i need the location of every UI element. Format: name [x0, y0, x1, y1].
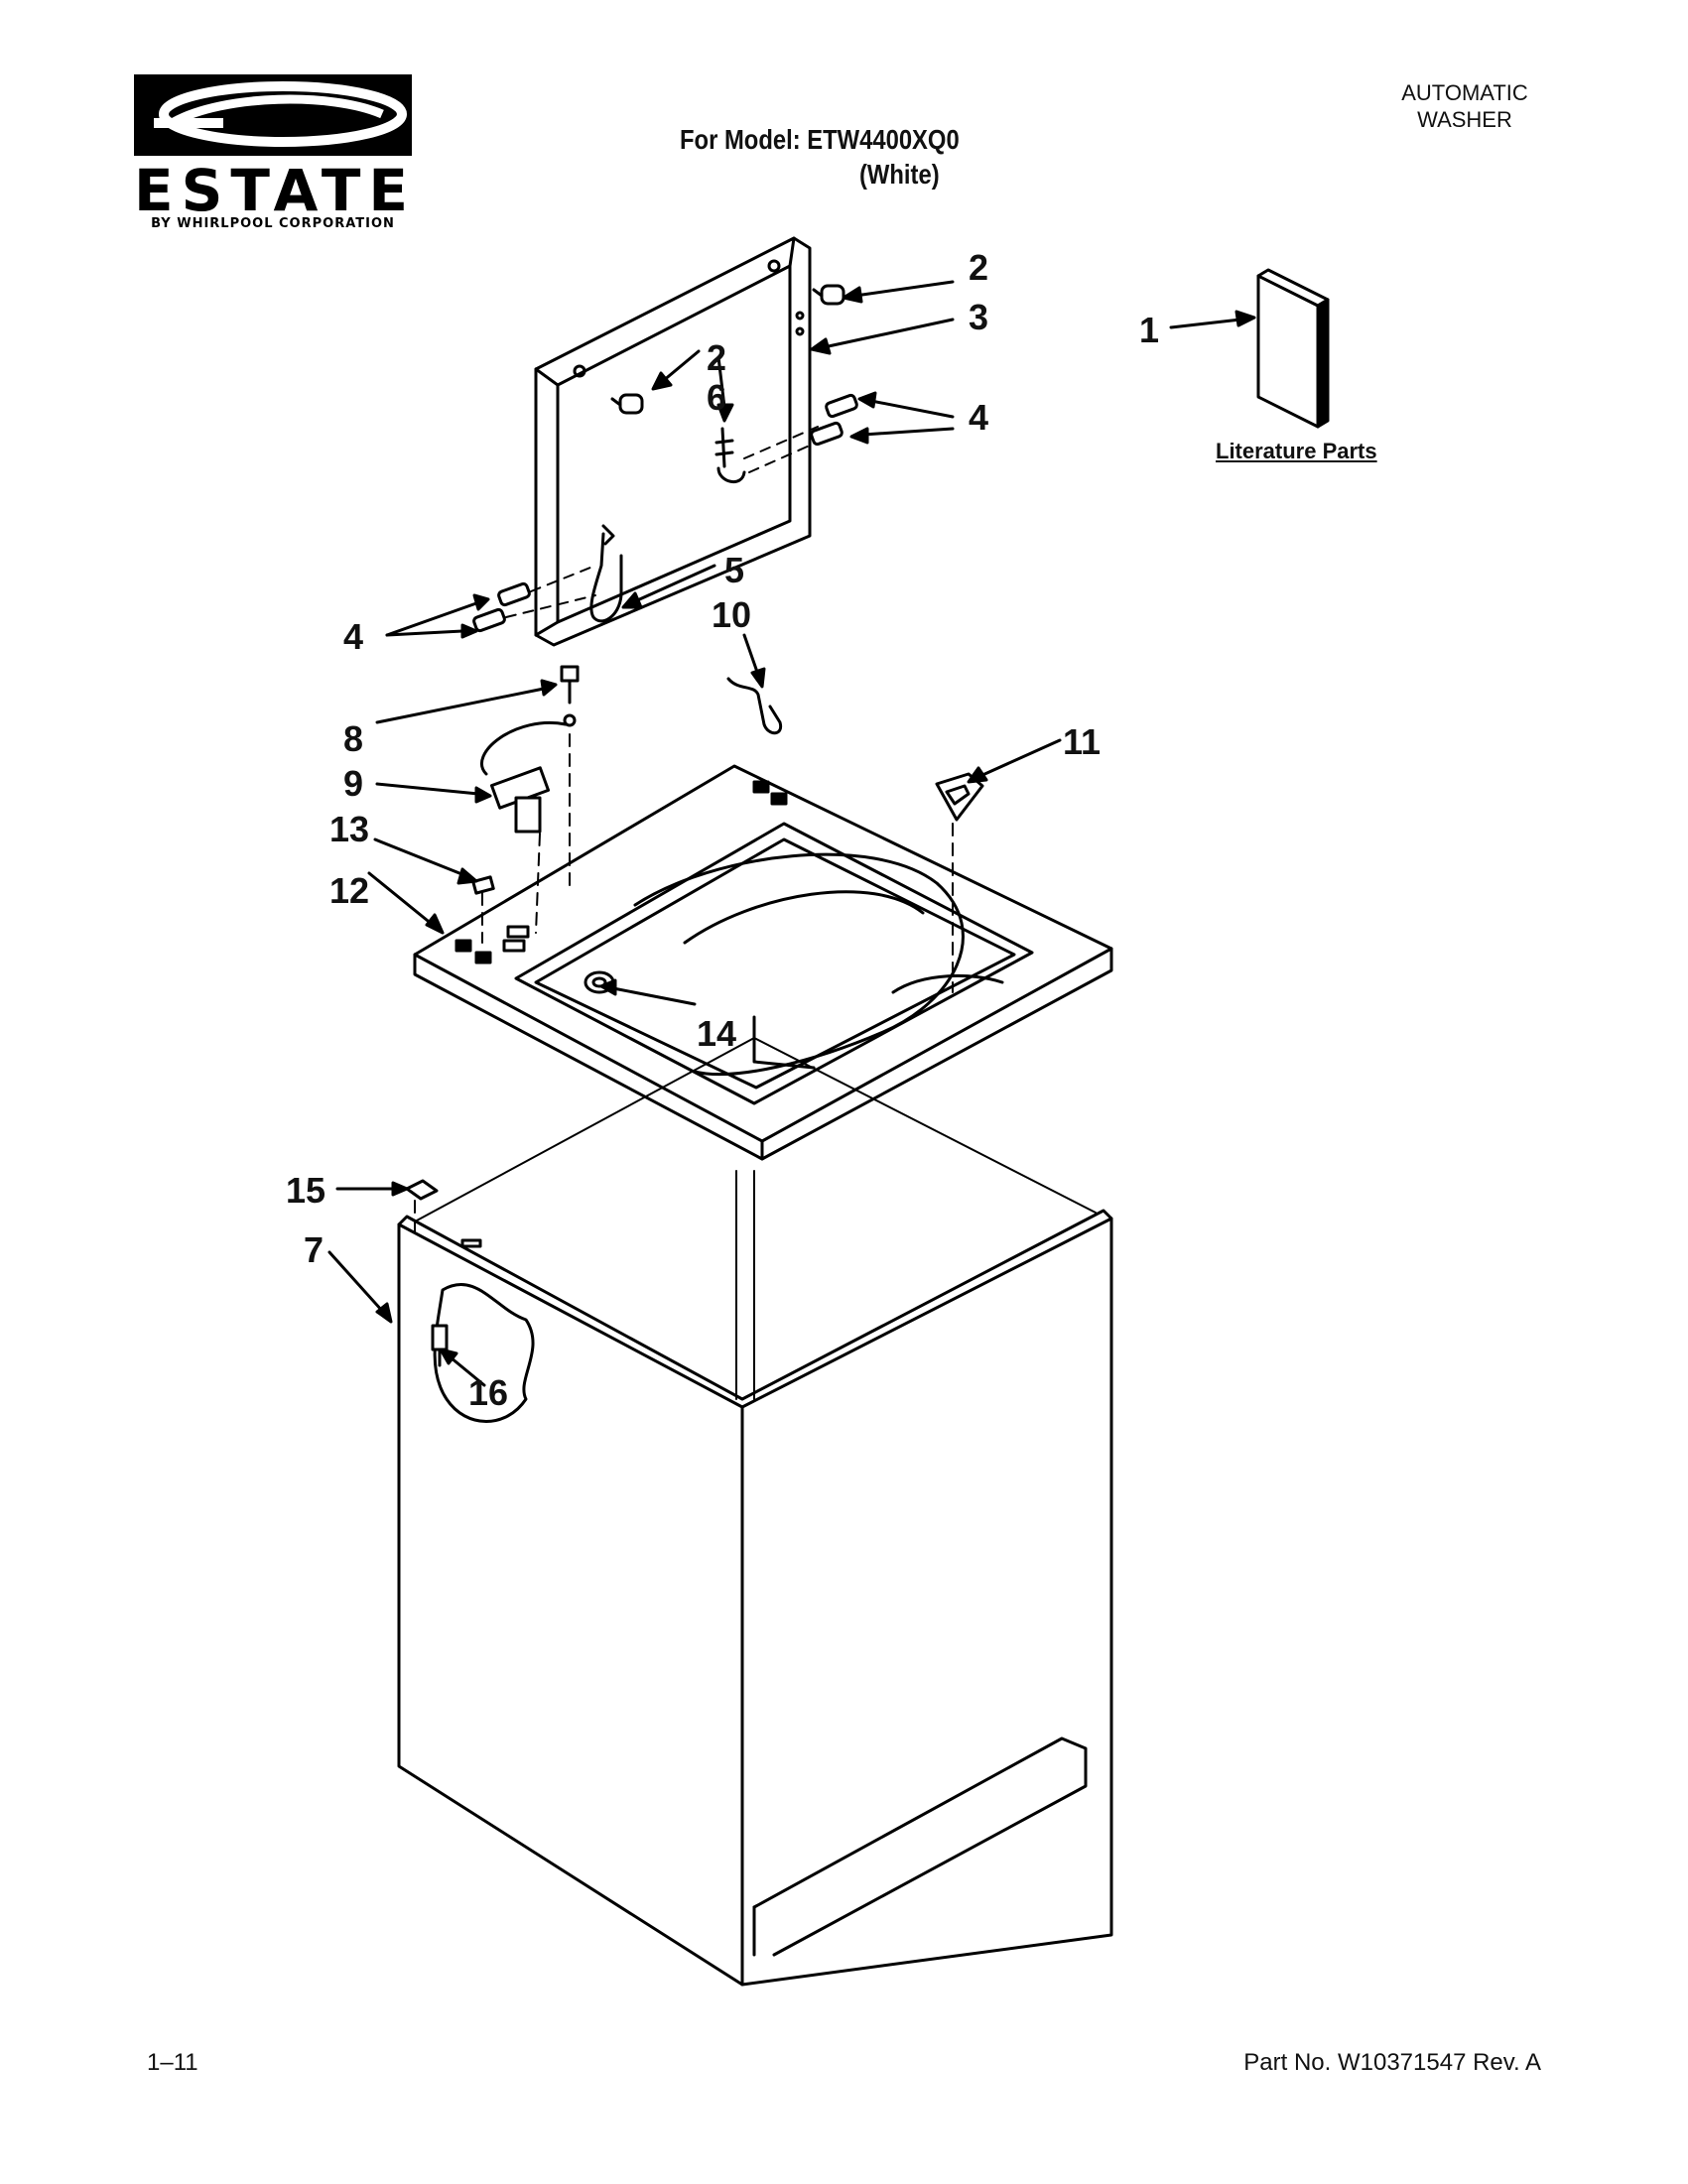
lid-switch — [480, 721, 568, 834]
part-number: Part No. W10371547 Rev. A — [1243, 2049, 1541, 2076]
callout-13: 13 — [329, 809, 370, 849]
product-type-line1: AUTOMATIC — [1401, 80, 1528, 105]
literature-parts-label: Literature Parts — [1216, 439, 1377, 463]
callout-4-right: 4 — [969, 397, 989, 438]
model-title: For Model: ETW4400XQ0 — [680, 124, 960, 155]
lid-bumper-left — [610, 393, 644, 415]
callout-6: 6 — [707, 377, 727, 418]
callout-9: 9 — [343, 763, 364, 804]
brand-tagline: BY WHIRLPOOL CORPORATION — [151, 216, 395, 231]
callout-5: 5 — [724, 550, 745, 590]
callout-2-top: 2 — [969, 247, 989, 288]
estate-swoosh-icon — [134, 74, 412, 156]
callout-14: 14 — [697, 1013, 737, 1054]
fabric-softener-cap — [935, 772, 984, 822]
product-type-line2: WASHER — [1417, 107, 1512, 132]
callout-10: 10 — [712, 594, 752, 635]
callout-11: 11 — [1063, 721, 1102, 762]
product-type: AUTOMATIC WASHER — [1375, 79, 1554, 133]
page-number: 1–11 — [147, 2049, 198, 2076]
model-color: (White) — [859, 159, 940, 190]
callout-16: 16 — [468, 1372, 509, 1413]
lid-switch-clip — [726, 677, 783, 735]
switch-screw — [560, 665, 580, 727]
callout-12: 12 — [329, 870, 370, 911]
callout-4-left: 4 — [343, 616, 364, 657]
estate-logo: ESTATE BY WHIRLPOOL CORPORATION — [134, 74, 417, 231]
cabinet-clip — [405, 1179, 439, 1201]
cabinet — [397, 1037, 1113, 1987]
callout-1: 1 — [1139, 310, 1160, 350]
callout-2-left: 2 — [707, 337, 727, 378]
callout-8: 8 — [343, 718, 364, 759]
assembly-guides-lid — [505, 426, 819, 618]
brand-name: ESTATE — [134, 157, 417, 224]
callout-3: 3 — [969, 297, 989, 337]
top-panel — [413, 764, 1113, 1161]
literature-booklet — [1256, 268, 1330, 429]
switch-clip — [471, 875, 495, 895]
lid-spring — [714, 427, 746, 483]
lid-hinge — [589, 524, 623, 623]
hinge-screws-upper — [810, 393, 858, 447]
callout-arrows — [327, 280, 1256, 1387]
lid-bumper-top — [812, 284, 845, 306]
callout-15: 15 — [286, 1170, 326, 1211]
hinge-screws-lower — [472, 581, 531, 633]
callout-7: 7 — [304, 1229, 325, 1270]
